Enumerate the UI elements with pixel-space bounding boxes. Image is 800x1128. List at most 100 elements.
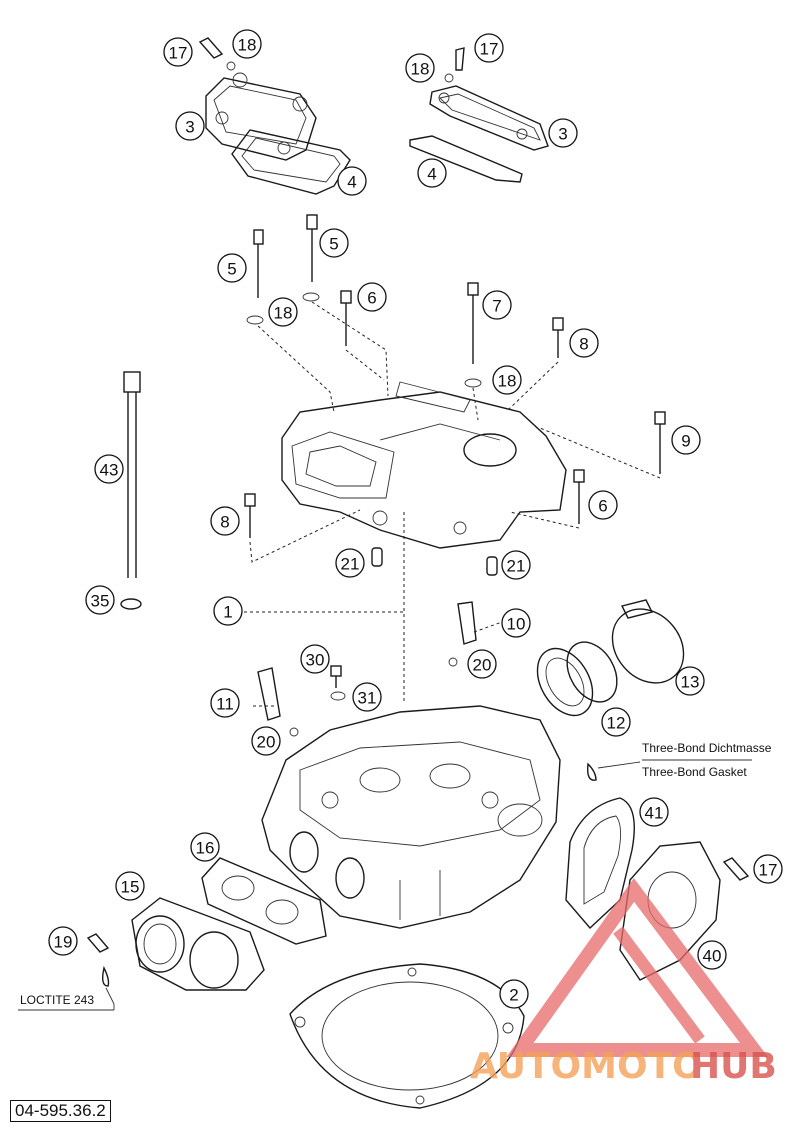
callout-label: 5 bbox=[329, 235, 338, 254]
callout-circle bbox=[569, 328, 599, 358]
callout-18: 18 bbox=[268, 297, 298, 327]
callout-label: 16 bbox=[196, 839, 215, 858]
callout-circle bbox=[190, 832, 220, 862]
callout-3: 3 bbox=[548, 118, 578, 148]
callout-label: 3 bbox=[558, 125, 567, 144]
callout-circle bbox=[232, 29, 262, 59]
callout-circle bbox=[697, 940, 727, 970]
callout-circle bbox=[671, 425, 701, 455]
callout-18: 18 bbox=[232, 29, 262, 59]
callout-label: 4 bbox=[347, 173, 356, 192]
callout-21: 21 bbox=[501, 550, 531, 580]
cylinder-head bbox=[261, 705, 561, 929]
callout-circle bbox=[163, 37, 193, 67]
callout-label: 31 bbox=[358, 689, 377, 708]
callout-label: 20 bbox=[473, 656, 492, 675]
callout-circle bbox=[217, 253, 247, 283]
callout-label: 18 bbox=[238, 36, 257, 55]
callout-circle bbox=[319, 228, 349, 258]
callout-circle bbox=[357, 282, 387, 312]
callout-label: 18 bbox=[498, 372, 517, 391]
callout-43: 43 bbox=[94, 454, 124, 484]
screw-30-washer-31 bbox=[330, 665, 346, 701]
watermark-logo bbox=[506, 878, 768, 1057]
callout-6: 6 bbox=[357, 282, 387, 312]
callout-circle bbox=[335, 548, 365, 578]
camshaft-carrier bbox=[281, 381, 567, 549]
intake-flange bbox=[131, 897, 265, 991]
valve-cover-right bbox=[429, 85, 549, 151]
callout-35: 35 bbox=[85, 585, 115, 615]
callout-circle bbox=[588, 490, 618, 520]
callout-8: 8 bbox=[569, 328, 599, 358]
callout-circle bbox=[251, 726, 281, 756]
callout-9: 9 bbox=[671, 425, 701, 455]
screw-19-loctite bbox=[86, 933, 115, 1010]
valve-cover-gasket-right bbox=[409, 135, 523, 183]
callout-label: 35 bbox=[91, 592, 110, 611]
callout-label: 7 bbox=[492, 297, 501, 316]
callout-circle bbox=[675, 666, 705, 696]
callout-label: 41 bbox=[645, 804, 664, 823]
callout-15: 15 bbox=[115, 871, 145, 901]
side-gasket bbox=[565, 797, 635, 930]
callout-circle bbox=[501, 608, 531, 638]
callout-20: 20 bbox=[467, 649, 497, 679]
callout-circle bbox=[210, 506, 240, 536]
callout-circle bbox=[210, 688, 240, 718]
callout-circle bbox=[405, 53, 435, 83]
callout-circle bbox=[639, 797, 669, 827]
callout-18: 18 bbox=[492, 365, 522, 395]
callout-label: 6 bbox=[598, 497, 607, 516]
callout-3: 3 bbox=[175, 111, 205, 141]
screw-17-right bbox=[722, 857, 750, 881]
callout-label: 2 bbox=[509, 986, 518, 1005]
callout-5: 5 bbox=[217, 253, 247, 283]
callout-21: 21 bbox=[335, 548, 365, 578]
callout-circle bbox=[85, 585, 115, 615]
callout-label: 1 bbox=[223, 603, 232, 622]
callout-circle bbox=[352, 682, 382, 712]
watermark-text: AUTOMOTO HUB bbox=[470, 1046, 777, 1087]
callout-label: 8 bbox=[579, 335, 588, 354]
callout-label: 6 bbox=[367, 289, 376, 308]
callout-circle bbox=[417, 158, 447, 188]
callout-16: 16 bbox=[190, 832, 220, 862]
callout-17: 17 bbox=[163, 37, 193, 67]
callout-40: 40 bbox=[697, 940, 727, 970]
callout-circle bbox=[499, 979, 529, 1009]
callout-2: 2 bbox=[499, 979, 529, 1009]
callout-18: 18 bbox=[405, 53, 435, 83]
callout-10: 10 bbox=[501, 608, 531, 638]
callout-label: 3 bbox=[185, 118, 194, 137]
callout-label: 21 bbox=[341, 555, 360, 574]
callout-circle bbox=[175, 111, 205, 141]
callout-label: 11 bbox=[216, 695, 234, 714]
valve-guides bbox=[257, 601, 477, 737]
callout-6: 6 bbox=[588, 490, 618, 520]
callout-circle bbox=[753, 854, 783, 884]
callout-circle bbox=[492, 365, 522, 395]
callout-circle bbox=[115, 871, 145, 901]
callout-17: 17 bbox=[753, 854, 783, 884]
hose-clamp bbox=[611, 599, 685, 684]
intake-gasket bbox=[201, 857, 327, 945]
valve-cover-left bbox=[205, 72, 317, 161]
callout-17: 17 bbox=[474, 33, 504, 63]
callout-label: 17 bbox=[759, 861, 778, 880]
callout-label: 8 bbox=[220, 513, 229, 532]
callout-label: 19 bbox=[54, 933, 73, 952]
callout-circle bbox=[337, 166, 367, 196]
intake-rubber bbox=[536, 641, 618, 717]
callout-circle bbox=[213, 596, 243, 626]
callout-label: 12 bbox=[607, 714, 626, 733]
callout-circle bbox=[482, 290, 512, 320]
callout-11: 11 bbox=[210, 688, 240, 718]
watermark-text-a: AUTOMOTO bbox=[470, 1046, 703, 1087]
callout-19: 19 bbox=[48, 926, 78, 956]
callout-circle bbox=[548, 118, 578, 148]
sealant-note-en: Three-Bond Gasket bbox=[642, 765, 747, 779]
